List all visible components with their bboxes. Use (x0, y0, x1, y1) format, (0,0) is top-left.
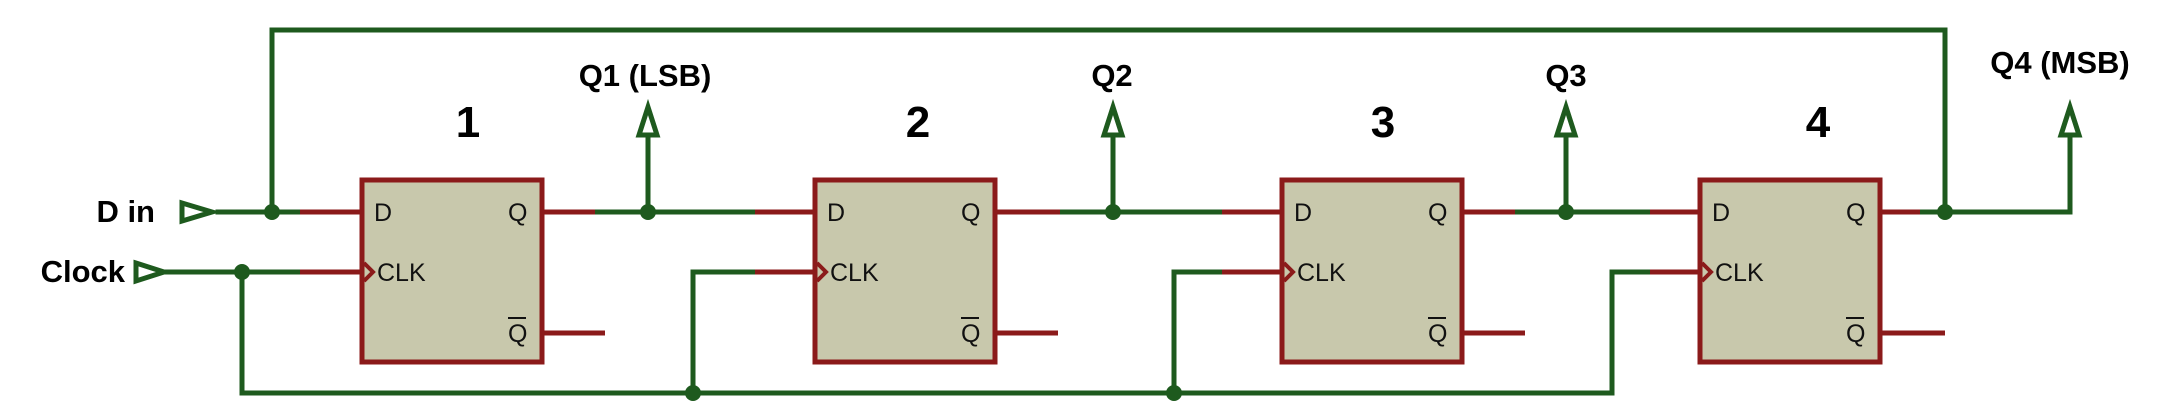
q4-label: Q4 (MSB) (1990, 45, 2130, 80)
ff4-body (1697, 177, 1883, 365)
junction-q1 (640, 204, 656, 220)
ff1-clock-edge-icon (362, 261, 376, 283)
ff4-clk-label: CLK (1715, 259, 1764, 287)
ff2-clock-edge-icon (815, 261, 829, 283)
ff1-clk-label: CLK (377, 259, 426, 287)
ff3-clk-label: CLK (1297, 259, 1346, 287)
junctions (234, 204, 1953, 401)
ff3-q-label: Q (1428, 199, 1447, 227)
ff2-d-label: D (827, 199, 845, 227)
output-ports: Q1 (LSB) Q2 Q3 Q4 (MSB) (579, 45, 2130, 138)
ff2-clk-label: CLK (830, 259, 879, 287)
feedback-wire (269, 27, 1948, 215)
ff2-body (812, 177, 998, 365)
ff2-q-label: Q (961, 199, 980, 227)
q2-port-icon (1100, 98, 1126, 138)
ff4-q-label: Q (1846, 199, 1865, 227)
q3-port-icon (1553, 98, 1579, 138)
flip-flop-2: D Q CLK Q 2 (755, 98, 1060, 365)
junction-clock (234, 264, 250, 280)
junction-q2 (1105, 204, 1121, 220)
junction-clock-bus-2 (685, 385, 701, 401)
junction-clock-bus-3 (1166, 385, 1182, 401)
junction-din (264, 204, 280, 220)
q1-port-icon (635, 98, 661, 138)
q4-out-wire (1917, 132, 2073, 215)
flip-flop-1: D Q CLK Q 1 (300, 98, 605, 365)
input-ports: D in Clock (41, 194, 221, 289)
ff3-d-label: D (1294, 199, 1312, 227)
ff3-qbar-label: Q (1428, 320, 1447, 348)
din-label: D in (96, 194, 155, 229)
ff4-qbar-label: Q (1846, 320, 1865, 348)
q3-label: Q3 (1545, 58, 1586, 93)
ff4-number-label: 4 (1806, 98, 1831, 147)
ff3-clock-edge-icon (1282, 261, 1296, 283)
ff1-qbar-label: Q (508, 320, 527, 348)
flip-flop-3: D Q CLK Q 3 (1222, 98, 1525, 365)
ff1-q-label: Q (508, 199, 527, 227)
clock-label: Clock (41, 254, 126, 289)
q1-label: Q1 (LSB) (579, 58, 712, 93)
clock-branch-3 (1171, 269, 1225, 396)
q4-port-icon (2057, 98, 2083, 138)
junction-q3 (1558, 204, 1574, 220)
flip-flop-4: D Q CLK Q 4 (1650, 98, 1945, 365)
ff3-number-label: 3 (1371, 98, 1395, 147)
ff1-number-label: 1 (456, 98, 480, 147)
clock-bus (239, 269, 1653, 396)
ff2-qbar-label: Q (961, 320, 980, 348)
ff1-d-label: D (374, 199, 392, 227)
clock-branch-2 (690, 269, 758, 396)
q2-label: Q2 (1091, 58, 1132, 93)
ff2-number-label: 2 (906, 98, 930, 147)
din-port-icon (179, 199, 221, 225)
junction-q4 (1937, 204, 1953, 220)
ff4-d-label: D (1712, 199, 1730, 227)
clock-port-icon (133, 259, 173, 285)
ff1-body (359, 177, 545, 365)
ff3-body (1279, 177, 1465, 365)
wires (159, 27, 2073, 396)
ff4-clock-edge-icon (1700, 261, 1714, 283)
